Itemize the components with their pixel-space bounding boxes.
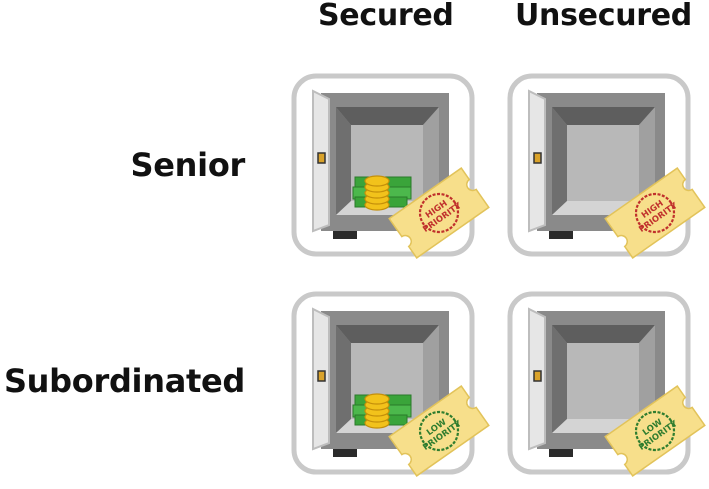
door-handle bbox=[317, 370, 326, 382]
priority-stamp bbox=[418, 410, 460, 452]
row-header-senior: Senior bbox=[130, 146, 246, 184]
money-stack bbox=[352, 393, 412, 429]
door-handle bbox=[533, 152, 542, 164]
column-header-secured: Secured bbox=[318, 0, 454, 33]
door-handle bbox=[533, 370, 542, 382]
priority-stamp bbox=[634, 410, 676, 452]
money-stack bbox=[352, 175, 412, 211]
priority-stamp bbox=[634, 192, 676, 234]
row-header-subordinated: Subordinated bbox=[3, 362, 245, 400]
priority-stamp bbox=[418, 192, 460, 234]
safe-interior bbox=[567, 343, 639, 419]
column-header-unsecured: Unsecured bbox=[515, 0, 692, 33]
door-handle bbox=[317, 152, 326, 164]
safe-interior bbox=[567, 125, 639, 201]
